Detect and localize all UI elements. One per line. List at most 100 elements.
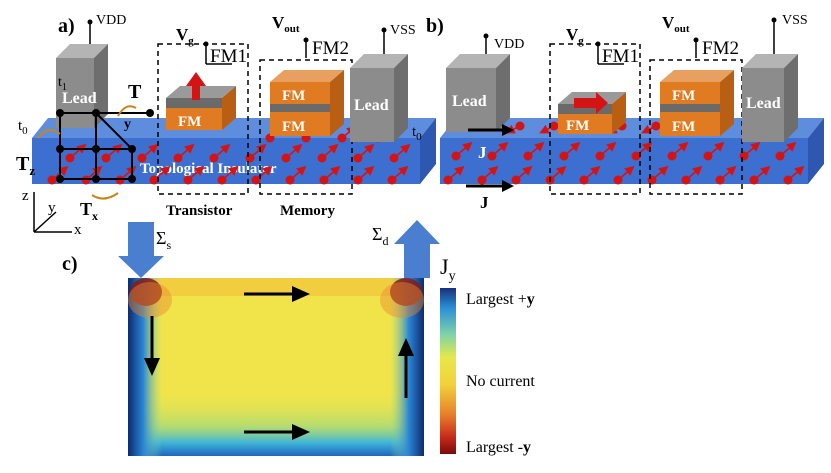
spin-arrow [285, 143, 303, 159]
spin-arrow [635, 141, 653, 157]
colorbar [440, 288, 456, 454]
spin-arrow [393, 143, 411, 159]
panel-b-label: b) [426, 15, 444, 37]
spin-arrow [527, 141, 545, 157]
spin-arrow [515, 165, 533, 181]
vdd-label: VDD [96, 13, 126, 28]
vg-label-b: Vg [566, 25, 584, 47]
magnetization-right-arrow [574, 92, 608, 114]
axes-triad [33, 192, 72, 233]
spin-arrow [289, 165, 307, 181]
spin-arrow [221, 165, 239, 181]
legend-top: Largest +y [466, 291, 535, 308]
fm2-label-a: FM2 [312, 38, 349, 59]
fm-mem-bottom-a: FM [282, 119, 305, 135]
t-label: T [128, 81, 142, 103]
fm2-label-b: FM2 [702, 38, 739, 59]
spin-arrow [481, 165, 499, 181]
spin-arrow [255, 165, 273, 181]
lead-left-side [94, 44, 108, 128]
vdd-label-b: VDD [494, 37, 524, 52]
spin-arrow [719, 165, 737, 181]
lead-left-top [56, 44, 108, 58]
fm1-label-a: FM1 [210, 46, 247, 67]
lead-left-label: Lead [62, 90, 97, 107]
spin-arrow [177, 143, 195, 159]
fm-mem-bottom-b: FM [672, 119, 695, 135]
lead-left-label-b: Lead [452, 93, 487, 110]
fm-mem-top-b: FM [672, 88, 695, 104]
ti-side-face [420, 118, 436, 184]
lattice-sites [56, 109, 154, 183]
t1-label: t1 [58, 75, 67, 93]
jy-label: Jy [440, 254, 456, 284]
fm-gate-label-a: FM [178, 114, 201, 130]
spin-arrow [357, 143, 375, 159]
j-bottom-label: J [480, 193, 489, 212]
ti-label: Topological Insulator [140, 161, 277, 177]
transistor-box [157, 43, 249, 195]
axis-z: z [22, 188, 29, 204]
y-small-label: y [124, 117, 131, 132]
spin-arrow [153, 165, 171, 181]
spin-arrow [491, 141, 509, 157]
t0-right-label: t0 [412, 124, 422, 143]
current-density-map [128, 278, 424, 456]
t0-left-label: t0 [18, 118, 28, 137]
spin-arrow [549, 165, 567, 181]
spin-arrow [671, 141, 689, 157]
spin-arrow [321, 143, 339, 159]
spin-arrow [685, 165, 703, 181]
current-arrows [144, 286, 414, 440]
spin-arrow [539, 124, 555, 134]
magnetization-up-arrow [186, 72, 206, 100]
sigma-s-label: Σs [156, 228, 171, 252]
spin-arrow [187, 165, 205, 181]
lead-left-front [56, 58, 94, 128]
axis-y: y [48, 200, 56, 216]
axis-x: x [74, 222, 82, 238]
spin-arrow [249, 143, 267, 159]
sigma-d-arrow [394, 220, 440, 278]
memory-label: Memory [280, 203, 335, 219]
fm-mem-top-a: FM [282, 88, 305, 104]
spin-arrow [753, 165, 771, 181]
spin-arrow [779, 141, 797, 157]
vss-label-b: VSS [782, 13, 808, 28]
legend-mid: No current [466, 373, 535, 390]
spin-arrow [323, 165, 341, 181]
spin-arrow [563, 141, 581, 157]
legend-bottom: Largest -y [466, 439, 531, 456]
spin-arrow [391, 165, 409, 181]
sigma-s-arrow [118, 222, 164, 278]
tz-label: Tz [16, 153, 35, 178]
spin-arrow [707, 141, 725, 157]
spin-arrow [651, 165, 669, 181]
tx-label: Tx [80, 199, 98, 223]
vss-label-a: VSS [390, 23, 416, 38]
spin-arrow [617, 165, 635, 181]
fm1-label-b: FM1 [602, 46, 639, 67]
lead-right-label-a: Lead [354, 97, 389, 114]
vout-label-a: Vout [272, 13, 300, 35]
spin-arrow [743, 141, 761, 157]
spin-arrow [213, 143, 231, 159]
vout-label-b: Vout [662, 13, 690, 35]
lead-right-label-b: Lead [746, 95, 781, 112]
spin-arrow [787, 165, 805, 181]
spin-arrow [447, 165, 465, 181]
spin-arrow [599, 141, 617, 157]
sigma-d-label: Σd [372, 224, 388, 248]
spin-arrow [455, 141, 473, 157]
spin-arrow [583, 165, 601, 181]
memory-box [259, 59, 353, 195]
panel-c: c) Σs Σd Jy [62, 220, 535, 456]
panel-b: b) Lead VDD J J FM Vg FM1 [426, 13, 824, 212]
vg-label-a: Vg [176, 25, 194, 47]
fm-gate-label-b: FM [566, 118, 589, 134]
spin-arrow [357, 165, 375, 181]
spin-arrow [141, 143, 159, 159]
transistor-label: Transistor [166, 203, 233, 219]
panel-a: a) Topological Insulator Lead VDD [16, 13, 436, 238]
